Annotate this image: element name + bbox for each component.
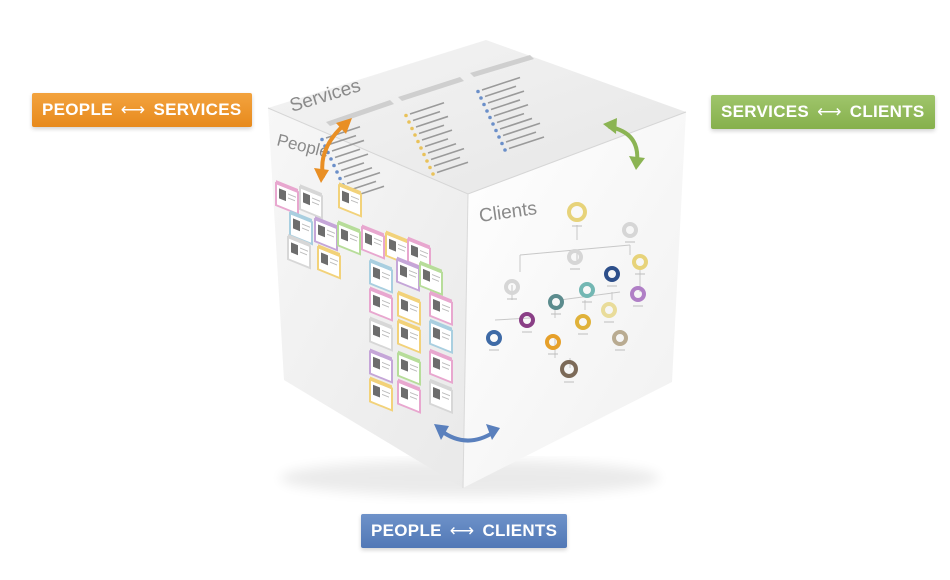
label-right-text: SERVICES — [153, 100, 241, 119]
service-bullet — [407, 120, 411, 124]
people-clients-label: PEOPLE ⟷ CLIENTS — [361, 514, 567, 548]
service-bullet — [503, 148, 507, 152]
label-right-text: CLIENTS — [482, 521, 557, 540]
service-bullet — [494, 129, 498, 133]
service-bullet — [419, 146, 423, 150]
service-bullet — [338, 177, 342, 181]
service-bullet — [428, 166, 432, 170]
service-bullet — [479, 96, 483, 100]
service-bullet — [410, 127, 414, 131]
service-bullet — [332, 164, 336, 168]
label-left-text: SERVICES — [721, 102, 809, 121]
service-bullet — [488, 116, 492, 120]
service-bullet — [482, 103, 486, 107]
service-bullet — [431, 172, 435, 176]
label-left-text: PEOPLE — [371, 521, 442, 540]
services-clients-label: SERVICES ⟷ CLIENTS — [711, 95, 935, 129]
service-bullet — [491, 122, 495, 126]
service-bullet — [335, 170, 339, 174]
label-right-text: CLIENTS — [850, 102, 925, 121]
people-services-label: PEOPLE ⟷ SERVICES — [32, 93, 252, 127]
double-arrow-icon: ⟷ — [817, 95, 842, 129]
service-bullet — [413, 133, 417, 137]
double-arrow-icon: ⟷ — [450, 514, 475, 548]
double-arrow-icon: ⟷ — [121, 93, 146, 127]
service-bullet — [500, 142, 504, 146]
service-bullet — [497, 135, 501, 139]
service-bullet — [404, 114, 408, 118]
service-bullet — [422, 153, 426, 157]
service-bullet — [485, 109, 489, 113]
service-bullet — [425, 159, 429, 163]
service-bullet — [476, 90, 480, 94]
label-left-text: PEOPLE — [42, 100, 113, 119]
service-bullet — [329, 157, 333, 161]
service-bullet — [416, 140, 420, 144]
